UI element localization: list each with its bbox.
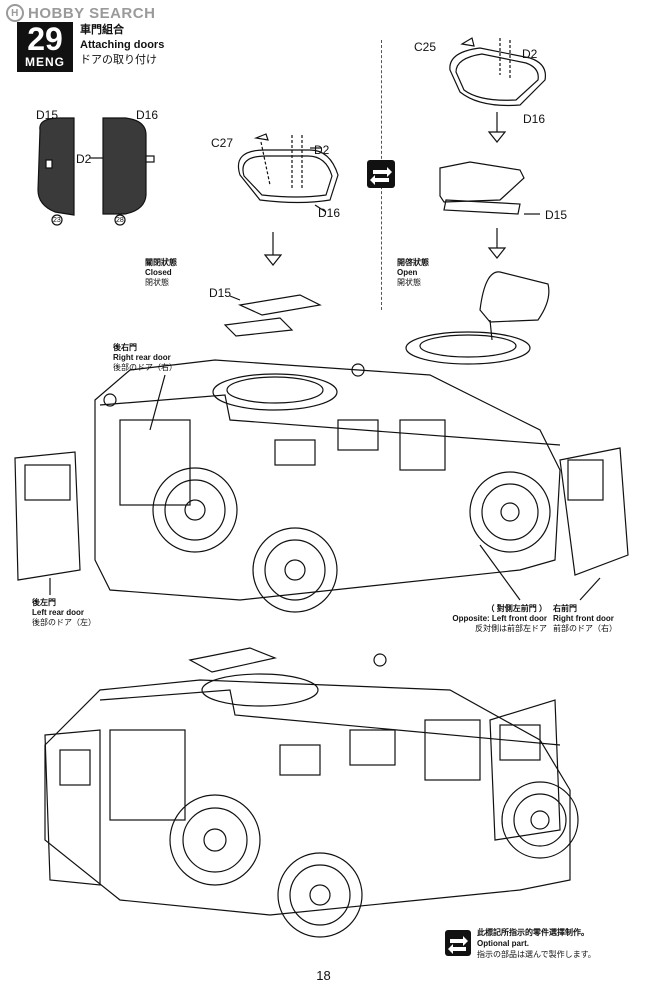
part-label-d15: D15 [36, 108, 59, 122]
part-label-c27: C27 [211, 136, 234, 150]
callout-left-rear-zh: 後左門 [32, 598, 56, 607]
brand-logo: MENG [25, 55, 65, 69]
callout-right-front-door: 右前門 Right front door 前部のドア（右） [553, 604, 617, 634]
state-open-en: Open [397, 268, 418, 277]
hatch-plate-d15-drawing [439, 161, 540, 215]
part-label-d16-mid: D16 [318, 206, 341, 220]
door-part-d16-drawing [102, 117, 155, 215]
down-arrow-icon [263, 232, 283, 266]
part-label-d16-right: D16 [523, 112, 546, 126]
title-zh: 車門組合 [80, 24, 124, 36]
state-closed-ja: 閉状態 [145, 278, 169, 287]
step-badge: 29 MENG [17, 22, 73, 72]
part-label-d16: D16 [136, 108, 159, 122]
state-closed-en: Closed [145, 268, 172, 277]
marker-28: 28 [116, 217, 124, 224]
title-en: Attaching doors [80, 39, 165, 51]
vehicle-bottom-drawing [44, 647, 579, 938]
callout-right-rear-ja: 後部のドア（右） [113, 363, 177, 372]
callout-right-rear-en: Right rear door [113, 353, 171, 362]
callout-opposite-zh: （ 對側左前門 ） [486, 604, 547, 613]
watermark-text: HOBBY SEARCH [28, 4, 156, 22]
optional-legend-icon [445, 930, 471, 956]
callout-right-front-ja: 前部のドア（右） [553, 624, 617, 633]
watermark-logo-icon: H [6, 4, 24, 22]
step-number: 29 [27, 21, 63, 57]
optional-ja: 指示の部品は選んで製作します。 [477, 950, 596, 959]
optional-en: Optional part. [477, 939, 529, 948]
callout-left-rear-ja: 後部のドア（左） [32, 618, 96, 627]
callout-opposite-ja: 反対側は前部左ドア [475, 624, 547, 633]
hatch-assembly-mid-drawing [237, 133, 339, 213]
part-label-d15-hatch: D15 [209, 286, 232, 300]
callout-right-front-zh: 右前門 [553, 604, 577, 613]
hatch-assembly-right-drawing [449, 37, 547, 107]
part-label-d2: D2 [76, 152, 92, 166]
state-open-zh: 開啓狀態 [397, 258, 429, 267]
step-title: 車門組合 Attaching doors ドアの取り付け [80, 23, 164, 68]
watermark: H HOBBY SEARCH [6, 4, 155, 22]
optional-zh: 此標記所指示的零件選擇制作。 [477, 928, 589, 937]
open-hatch-drawing [405, 271, 550, 365]
marker-23: 23 [53, 217, 61, 224]
down-arrow-icon [487, 228, 507, 259]
callout-opposite-door: （ 對側左前門 ） Opposite: Left front door 反対側は… [447, 604, 547, 634]
door-part-d15-drawing [37, 117, 75, 216]
optional-part-icon [367, 160, 395, 188]
part-label-d2-right: D2 [522, 47, 538, 61]
callout-left-rear-en: Left rear door [32, 608, 85, 617]
title-ja: ドアの取り付け [80, 54, 157, 66]
state-closed-label: 關閉狀態 Closed 閉状態 [145, 258, 177, 288]
part-label-d15-right: D15 [545, 208, 568, 222]
state-open-label: 開啓狀態 Open 開状態 [397, 258, 429, 288]
optional-legend: 此標記所指示的零件選擇制作。 Optional part. 指示の部品は選んで製… [477, 927, 596, 960]
vehicle-top-drawing [14, 294, 629, 613]
state-closed-zh: 關閉狀態 [145, 258, 177, 267]
callout-left-rear-door: 後左門 Left rear door 後部のドア（左） [32, 598, 96, 628]
page-number: 18 [316, 968, 331, 983]
callout-right-front-en: Right front door [553, 614, 614, 623]
down-arrow-icon [487, 112, 507, 143]
callout-opposite-en: Opposite: Left front door [452, 614, 547, 623]
part-label-d2-mid: D2 [314, 143, 330, 157]
state-open-ja: 開状態 [397, 278, 421, 287]
callout-right-rear-zh: 後右門 [113, 343, 137, 352]
callout-right-rear-door: 後右門 Right rear door 後部のドア（右） [113, 343, 177, 373]
part-label-c25: C25 [414, 40, 437, 54]
